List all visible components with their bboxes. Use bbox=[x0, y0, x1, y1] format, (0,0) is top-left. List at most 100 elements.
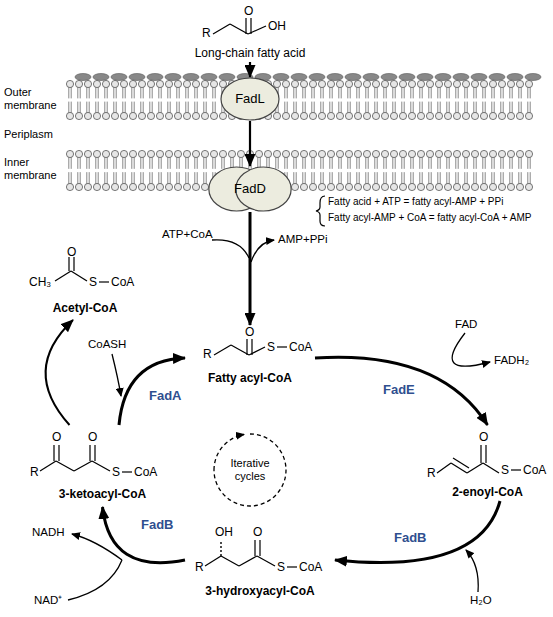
lipid-head bbox=[426, 80, 433, 87]
lipid-head bbox=[453, 183, 460, 190]
atom-label: S bbox=[267, 340, 275, 354]
lipid-head bbox=[507, 112, 514, 119]
lipid-head bbox=[75, 112, 82, 119]
lipid-head bbox=[489, 80, 496, 87]
bond bbox=[58, 445, 59, 461]
lipid-head bbox=[408, 183, 415, 190]
bond bbox=[483, 463, 499, 473]
cofactor-label: H₂O bbox=[470, 594, 492, 607]
lipid-head bbox=[273, 80, 280, 87]
lipid-head bbox=[516, 112, 523, 119]
lipid-head bbox=[489, 183, 496, 190]
bond bbox=[453, 458, 469, 468]
bond bbox=[287, 566, 297, 567]
lps bbox=[147, 74, 163, 81]
lipid-head bbox=[426, 112, 433, 119]
bond bbox=[480, 445, 481, 463]
cycle-circle bbox=[214, 434, 286, 506]
lipid-head bbox=[390, 80, 397, 87]
metabolite-name: Long-chain fatty acid bbox=[180, 46, 320, 60]
lipid-head bbox=[381, 150, 388, 157]
lipid-head bbox=[444, 183, 451, 190]
fatty-acid: ROOHLong-chain fatty acid bbox=[180, 2, 320, 62]
lipid-head bbox=[516, 183, 523, 190]
lipid-head bbox=[471, 80, 478, 87]
lipid-head bbox=[174, 112, 181, 119]
lipid-head bbox=[399, 183, 406, 190]
lps bbox=[273, 74, 289, 81]
lipid-head bbox=[138, 112, 145, 119]
lipid-head bbox=[462, 150, 469, 157]
bond bbox=[73, 257, 74, 271]
lipid-head bbox=[372, 183, 379, 190]
lipid-head bbox=[309, 112, 316, 119]
metabolite-name: 3-hydroxyacyl-CoA bbox=[185, 584, 335, 598]
lipid-head bbox=[309, 150, 316, 157]
lipid-head bbox=[84, 183, 91, 190]
lps bbox=[417, 74, 433, 81]
metabolite: ROSCoAFatty acyl-CoA bbox=[185, 325, 315, 391]
lipid-head bbox=[156, 80, 163, 87]
bond bbox=[277, 346, 287, 347]
reaction-arrow bbox=[103, 507, 186, 563]
lps bbox=[327, 74, 343, 81]
lipid-head bbox=[318, 183, 325, 190]
lipid-head bbox=[183, 183, 190, 190]
lipid-head bbox=[345, 112, 352, 119]
atom-label: R bbox=[203, 347, 212, 361]
lipid-head bbox=[336, 150, 343, 157]
lipid-head bbox=[408, 112, 415, 119]
lps bbox=[75, 74, 91, 81]
cofactor-label: NAD⁺ bbox=[34, 594, 62, 607]
lipid-head bbox=[147, 183, 154, 190]
enzyme-label: FadA bbox=[148, 388, 183, 403]
metabolite: ROHOSCoA3-hydroxyacyl-CoA bbox=[185, 520, 335, 600]
reaction-arrow bbox=[46, 320, 73, 425]
lipid-head bbox=[435, 80, 442, 87]
lipid-head bbox=[156, 112, 163, 119]
lipid-head bbox=[219, 80, 226, 87]
lipid-head bbox=[174, 80, 181, 87]
lipid-head bbox=[471, 112, 478, 119]
cofactor-label: FADH₂ bbox=[494, 354, 529, 367]
lipid-head bbox=[147, 112, 154, 119]
enzyme-protein: FadD bbox=[208, 166, 292, 212]
lps bbox=[507, 74, 523, 81]
lps bbox=[183, 74, 199, 81]
lipid-head bbox=[120, 150, 127, 157]
atom-label: S bbox=[501, 463, 509, 477]
lipid-head bbox=[399, 150, 406, 157]
lipid-head bbox=[489, 112, 496, 119]
lipid-head bbox=[516, 80, 523, 87]
bond bbox=[71, 271, 87, 281]
cofactor-arrow bbox=[112, 354, 121, 396]
lipid-head bbox=[291, 183, 298, 190]
bond bbox=[92, 461, 110, 471]
reaction-arrow bbox=[249, 121, 251, 166]
lipid-head bbox=[399, 112, 406, 119]
lipid-head bbox=[192, 112, 199, 119]
lipid-head bbox=[129, 183, 136, 190]
bond bbox=[53, 445, 54, 461]
bond bbox=[451, 463, 467, 473]
cofactor-arrow bbox=[68, 560, 122, 600]
lipid-head bbox=[480, 80, 487, 87]
lipid-head bbox=[300, 183, 307, 190]
bond bbox=[74, 461, 92, 471]
lipid-head bbox=[480, 183, 487, 190]
lipid-head bbox=[84, 80, 91, 87]
lipid-head bbox=[408, 150, 415, 157]
lps bbox=[291, 74, 307, 81]
lipid-head bbox=[372, 150, 379, 157]
metabolite-name: 3-ketoacyl-CoA bbox=[20, 487, 185, 501]
lipid-head bbox=[138, 183, 145, 190]
lipid-head bbox=[462, 183, 469, 190]
atom-label: O bbox=[88, 430, 97, 444]
lipid-head bbox=[390, 183, 397, 190]
lipid-head bbox=[147, 80, 154, 87]
lipid-head bbox=[345, 183, 352, 190]
reaction-arrow bbox=[249, 62, 251, 77]
lipid-head bbox=[498, 183, 505, 190]
lps bbox=[309, 74, 325, 81]
lipid-head bbox=[444, 80, 451, 87]
